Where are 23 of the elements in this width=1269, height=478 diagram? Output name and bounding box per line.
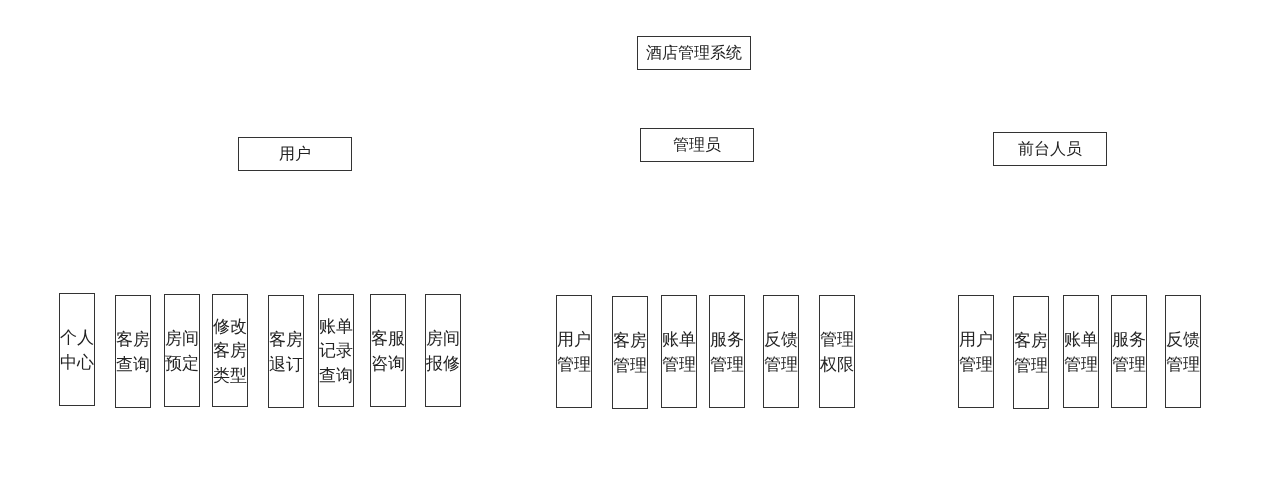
- module-box: 用户: [238, 137, 352, 171]
- function-box: 客房管理: [612, 296, 648, 409]
- function-box: 管理权限: [819, 295, 855, 408]
- function-box: 账单记录查询: [318, 294, 354, 407]
- title-box: 酒店管理系统: [637, 36, 751, 70]
- module-box: 前台人员: [993, 132, 1107, 166]
- function-box: 账单管理: [1063, 295, 1099, 408]
- function-box: 账单管理: [661, 295, 697, 408]
- function-box: 房间预定: [164, 294, 200, 407]
- function-box: 客服咨询: [370, 294, 406, 407]
- function-box: 反馈管理: [1165, 295, 1201, 408]
- function-box: 房间报修: [425, 294, 461, 407]
- function-box: 反馈管理: [763, 295, 799, 408]
- function-box: 修改客房类型: [212, 294, 248, 407]
- function-box: 客房管理: [1013, 296, 1049, 409]
- function-box: 用户管理: [958, 295, 994, 408]
- function-box: 服务管理: [709, 295, 745, 408]
- function-box: 用户管理: [556, 295, 592, 408]
- function-box: 客房查询: [115, 295, 151, 408]
- function-box: 个人中心: [59, 293, 95, 406]
- function-box: 客房退订: [268, 295, 304, 408]
- module-box: 管理员: [640, 128, 754, 162]
- function-box: 服务管理: [1111, 295, 1147, 408]
